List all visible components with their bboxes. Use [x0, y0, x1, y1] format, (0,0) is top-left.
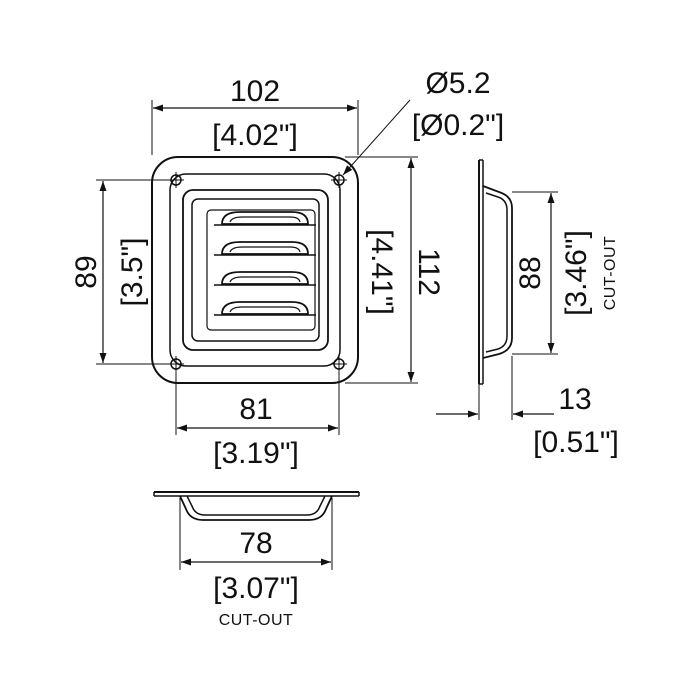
- louvers: [214, 211, 316, 316]
- louver: [214, 271, 316, 286]
- louver: [214, 211, 316, 226]
- side-cutout-mm: 88: [514, 256, 547, 289]
- bottom-cutout-mm: 78: [239, 527, 272, 560]
- bottom-cutout-in: [3.07"]: [213, 572, 299, 605]
- side-cutout-in: [3.46"]: [560, 230, 593, 316]
- front-view: 102 [4.02"] Ø5.2 [Ø0.2"] 89 [3.5"] 112 […: [70, 67, 504, 470]
- dim-hole-spacing-vertical: 89 [3.5"]: [70, 179, 170, 365]
- recess-outer: [182, 189, 329, 351]
- bottom-profile: [179, 495, 333, 521]
- bottom-view: 78 [3.07"] CUT-OUT: [153, 491, 360, 629]
- bottom-cutout-label: CUT-OUT: [219, 612, 294, 629]
- louver: [214, 241, 316, 256]
- side-view: 88 [3.46"] CUT-OUT 13 [0.51"]: [436, 159, 619, 459]
- dim-hole-diameter: Ø5.2 [Ø0.2"]: [342, 67, 504, 176]
- hole-dia-in: [Ø0.2"]: [412, 109, 504, 142]
- depth-mm: 13: [558, 383, 591, 416]
- mounting-hole: [168, 356, 184, 372]
- hole-spacing-h-in: [3.19"]: [213, 437, 299, 470]
- top-width-mm: 102: [230, 75, 280, 108]
- recess-inner: [191, 198, 320, 342]
- mounting-hole: [331, 356, 347, 372]
- mounting-hole: [331, 172, 347, 188]
- hole-spacing-v-mm: 89: [70, 255, 103, 288]
- hole-spacing-v-in: [3.5"]: [116, 237, 149, 306]
- hole-spacing-h-mm: 81: [239, 393, 272, 426]
- dim-height: 112 [4.41"]: [345, 156, 445, 384]
- depth-in: [0.51"]: [533, 426, 619, 459]
- height-in: [4.41"]: [365, 229, 398, 315]
- height-mm: 112: [412, 248, 445, 296]
- louver: [214, 301, 316, 316]
- outer-flange: [151, 156, 359, 384]
- dim-hole-spacing-horizontal: 81 [3.19"]: [175, 370, 340, 470]
- mounting-holes: [168, 172, 347, 372]
- side-profile: [482, 185, 513, 359]
- hole-dia-mm: Ø5.2: [425, 67, 490, 100]
- side-cutout-label: CUT-OUT: [602, 236, 619, 311]
- top-width-in: [4.02"]: [212, 119, 298, 152]
- louver-field: [206, 209, 316, 331]
- flange-inner-edge: [169, 173, 341, 367]
- dim-top-width: 102 [4.02"]: [151, 75, 359, 155]
- mounting-hole: [168, 172, 184, 188]
